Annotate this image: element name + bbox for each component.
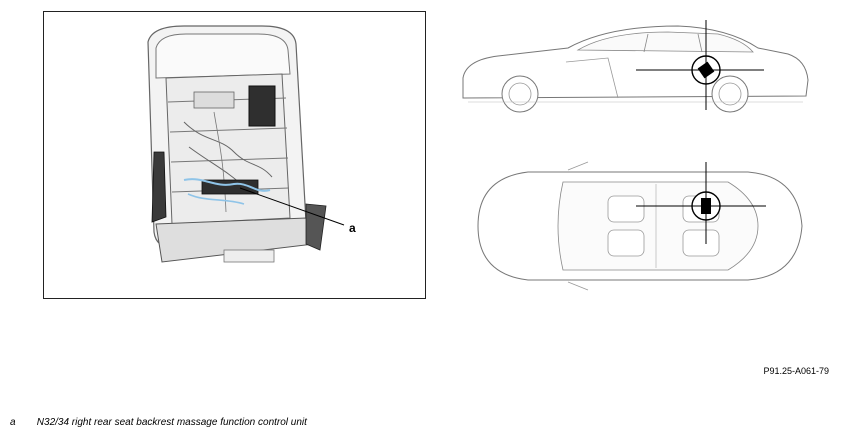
car-side-drawing: [462, 20, 809, 113]
seat-backrest-drawing: [147, 25, 345, 263]
legend-key: a: [10, 417, 16, 428]
car-side-view: [458, 18, 818, 118]
figure-reference-code: P91.25-A061-79: [763, 366, 829, 376]
legend-item: a N32/34 right rear seat backrest massag…: [10, 417, 307, 428]
legend-text: N32/34 right rear seat backrest massage …: [36, 417, 307, 428]
callout-letter-a: a: [349, 221, 356, 235]
seat-illustration-frame: a: [43, 11, 426, 299]
car-top-view: [458, 160, 818, 300]
car-top-drawing: [477, 161, 803, 291]
